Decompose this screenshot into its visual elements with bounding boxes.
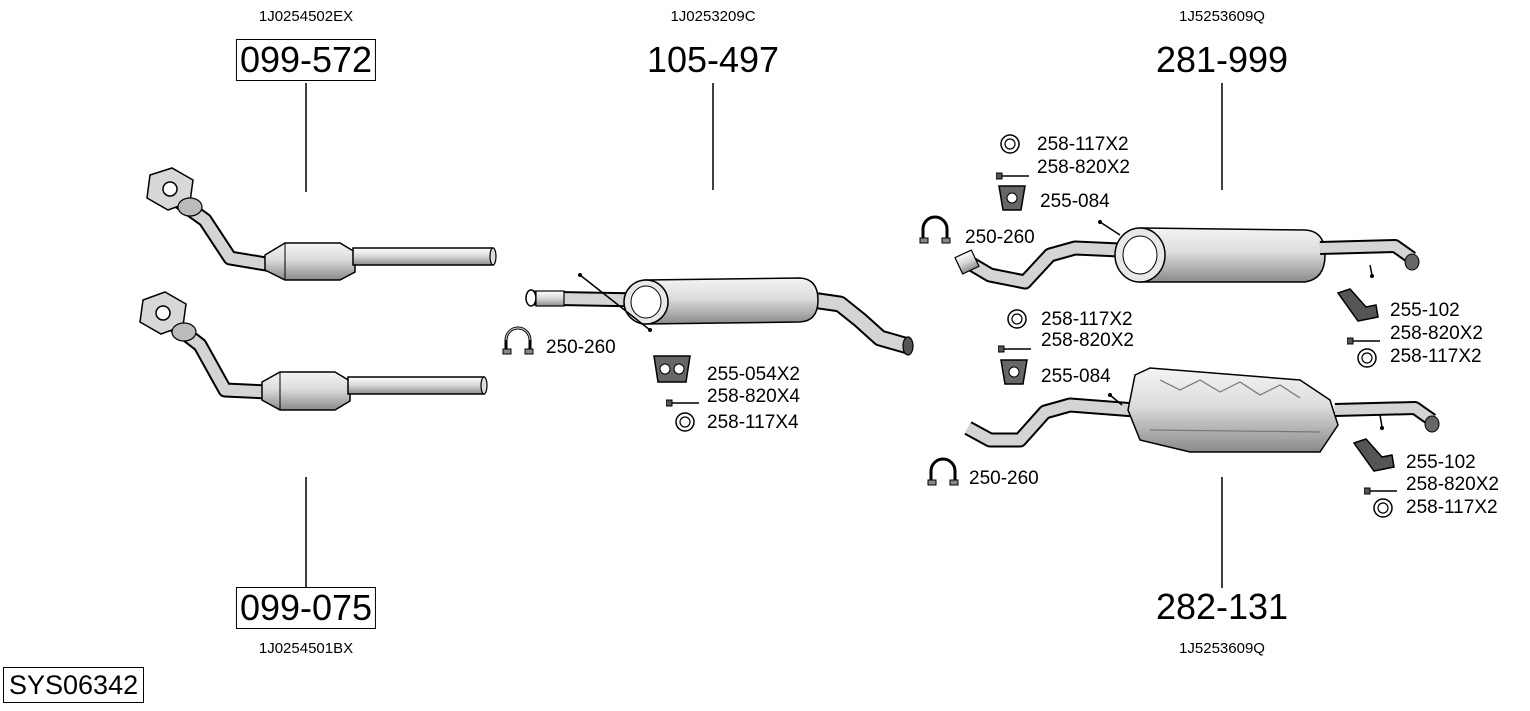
- accessory-label[interactable]: 258-820X2: [1406, 474, 1499, 495]
- bolt-icon: [1347, 337, 1380, 345]
- leader-lines: [305, 83, 1223, 588]
- rear-silencer-lower-drawing: [964, 367, 1440, 453]
- accessory-label[interactable]: 255-084: [1041, 366, 1111, 387]
- oem-number-cat-lower: 1J0254501BX: [258, 640, 354, 657]
- accessory-label[interactable]: 258-117X2: [1037, 134, 1129, 155]
- accessory-label[interactable]: 258-117X4: [707, 412, 799, 433]
- bolt-icon: [1364, 487, 1397, 495]
- accessory-label[interactable]: 255-102: [1406, 452, 1476, 473]
- bolt-icon: [666, 399, 699, 407]
- sealing-ring-icon: [1357, 348, 1377, 368]
- accessory-label[interactable]: 258-820X4: [707, 386, 800, 407]
- rubber-hanger-icon: [1352, 438, 1395, 472]
- accessory-label[interactable]: 255-102: [1390, 300, 1460, 321]
- rubber-hanger-icon: [998, 185, 1026, 211]
- accessory-label[interactable]: 250-260: [546, 337, 616, 358]
- accessory-label[interactable]: 258-117X2: [1041, 309, 1133, 330]
- pipe-clamp-icon: [919, 215, 951, 244]
- sealing-ring-icon: [675, 412, 695, 432]
- middle-silencer-drawing: [525, 273, 914, 356]
- bolt-icon: [998, 345, 1031, 353]
- accessory-label[interactable]: 258-820X2: [1037, 157, 1130, 178]
- part-number-rear-upper[interactable]: 281-999: [1155, 39, 1289, 80]
- accessory-label[interactable]: 250-260: [969, 468, 1039, 489]
- oem-number-rear-lower: 1J5253609Q: [1179, 640, 1265, 657]
- accessory-label[interactable]: 255-084: [1040, 191, 1110, 212]
- part-number-cat-lower[interactable]: 099-075: [235, 587, 377, 629]
- accessory-label[interactable]: 258-117X2: [1406, 497, 1498, 518]
- catalytic-converter-upper-drawing: [146, 167, 497, 281]
- pipe-clamp-icon: [927, 457, 959, 486]
- accessory-label[interactable]: 250-260: [965, 227, 1035, 248]
- part-number-cat-upper[interactable]: 099-572: [235, 39, 377, 81]
- diagram-id: SYS06342: [3, 667, 145, 703]
- oem-number-middle: 1J0253209C: [670, 8, 756, 25]
- accessory-label[interactable]: 258-117X2: [1390, 346, 1482, 367]
- oem-number-rear-upper: 1J5253609Q: [1179, 8, 1265, 25]
- accessory-label[interactable]: 258-820X2: [1390, 323, 1483, 344]
- part-number-middle[interactable]: 105-497: [646, 39, 780, 80]
- rubber-hanger-icon: [1336, 288, 1379, 322]
- accessory-label[interactable]: 255-054X2: [707, 364, 800, 385]
- sealing-ring-icon: [1007, 309, 1027, 329]
- rubber-hanger-icon: [1000, 359, 1028, 385]
- catalytic-converter-lower-drawing: [139, 291, 488, 411]
- oem-number-cat-upper: 1J0254502EX: [258, 8, 354, 25]
- bolt-icon: [996, 172, 1029, 180]
- sealing-ring-icon: [1373, 498, 1393, 518]
- part-number-rear-lower[interactable]: 282-131: [1155, 586, 1289, 627]
- rubber-hanger-icon: [653, 355, 691, 383]
- rear-silencer-upper-drawing: [954, 220, 1420, 290]
- pipe-clamp-icon: [502, 326, 534, 355]
- accessory-label[interactable]: 258-820X2: [1041, 330, 1134, 351]
- sealing-ring-icon: [1000, 134, 1020, 154]
